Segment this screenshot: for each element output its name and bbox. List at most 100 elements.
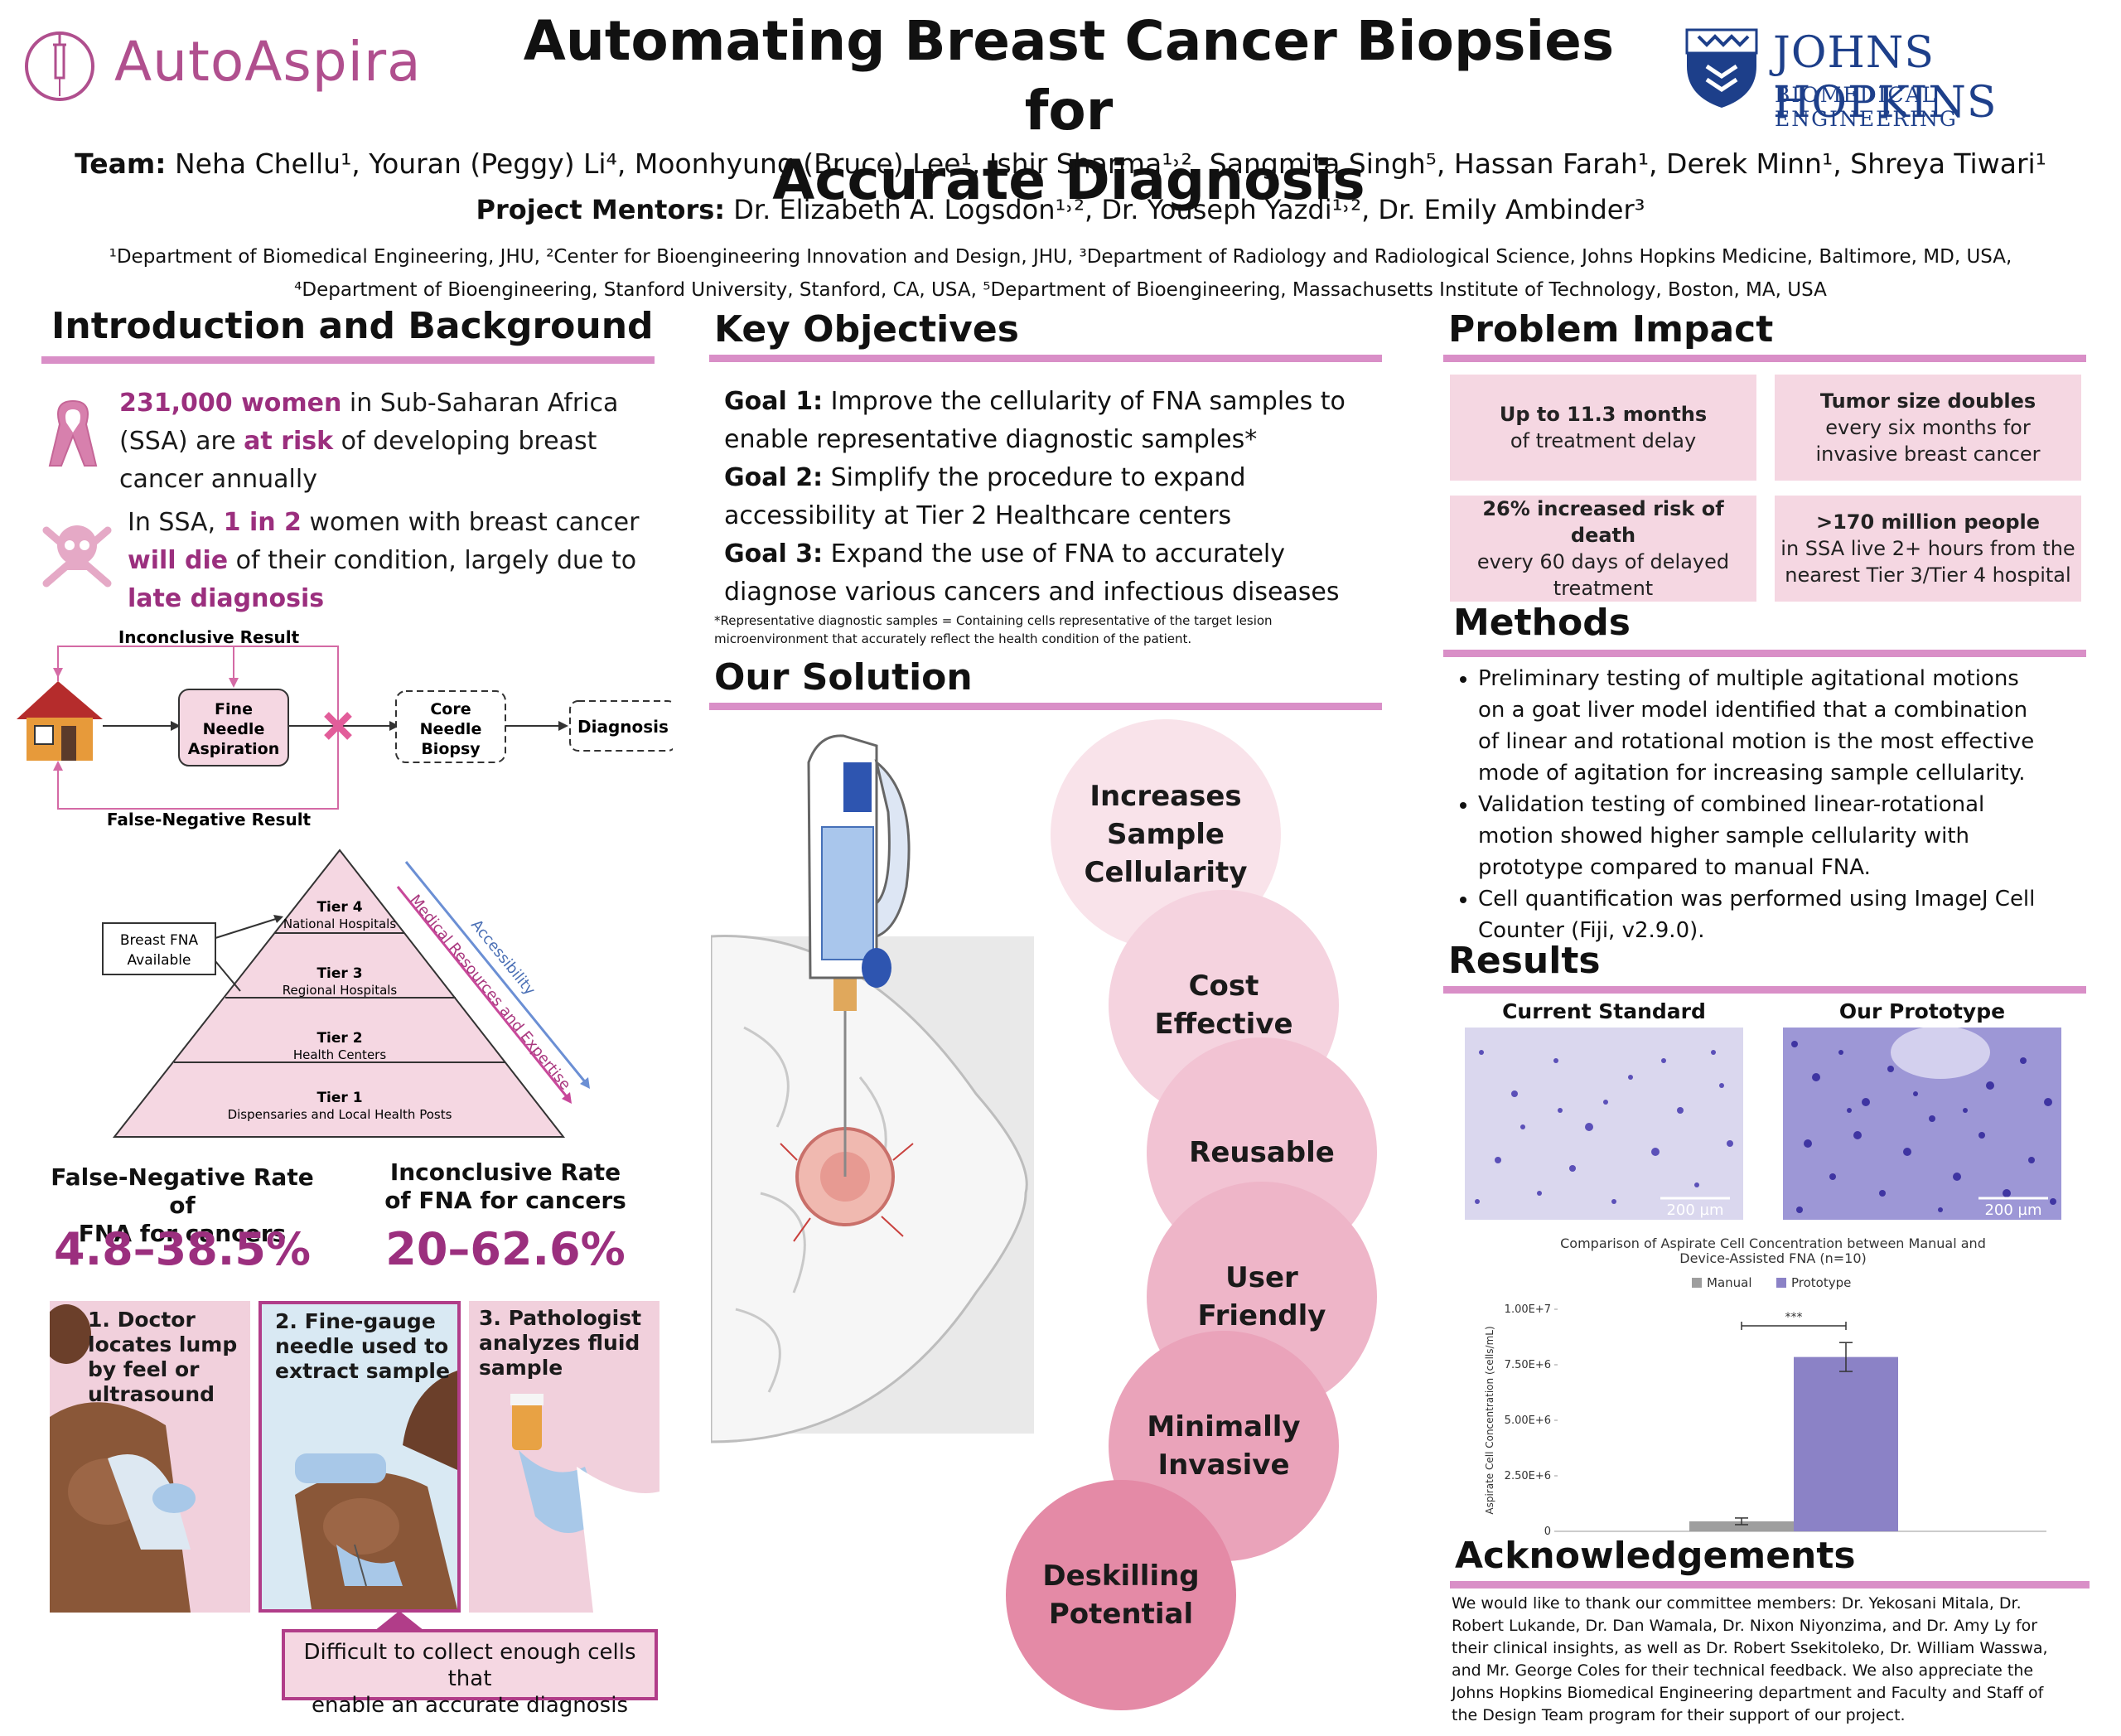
goal-2-label: Goal 2: (724, 463, 824, 492)
ack-line-6: the Design Team program for their suppor… (1452, 1706, 1906, 1724)
stat2-text-a: In SSA, (128, 508, 224, 537)
intro-rule (41, 356, 655, 364)
flow-fna-line-3: Aspiration (188, 740, 280, 758)
tier-3-name: Tier 3 (316, 965, 362, 982)
goal-2-text-b: accessibility at Tier 2 Healthcare cente… (724, 501, 1232, 530)
results-rule (1443, 986, 2086, 994)
step-3-text: 3. Pathologist analyzes fluid sample (479, 1306, 641, 1381)
footnote-line-2: microenvironment that accurately reflect… (714, 631, 1192, 646)
impact-title: Problem Impact (1448, 308, 1774, 351)
bar-manual (1689, 1521, 1794, 1531)
title-line-1: Automating Breast Cancer Biopsies for (523, 9, 1615, 143)
affiliation-line-2: ⁴Department of Bioengineering, Stanford … (294, 279, 1827, 301)
goal-3-text-a: Expand the use of FNA to accurately (823, 539, 1286, 568)
logo-text: AutoAspira (114, 30, 422, 94)
prototype-micrograph: 200 µm (1783, 1028, 2061, 1220)
inc-rate-label-1: Inconclusive Rate (389, 1158, 621, 1186)
solution-title: Our Solution (714, 656, 973, 699)
ack-line-5: Johns Hopkins Biomedical Engineering dep… (1452, 1684, 2044, 1702)
fn-rate-label-1: False-Negative Rate of (51, 1163, 314, 1219)
objectives-footnote: *Representative diagnostic samples = Con… (714, 612, 1377, 648)
goal-1-text-b: enable representative diagnostic samples… (724, 425, 1258, 454)
step-2-text: 2. Fine-gauge needle used to extract sam… (275, 1309, 450, 1384)
step-1-text: 1. Doctor locates lump by feel or ultras… (88, 1308, 237, 1407)
impact-4-rest-2: nearest Tier 3/Tier 4 hospital (1785, 563, 2071, 587)
device-breast-illustration (711, 734, 1034, 1443)
bubble-1-line-1: Increases (1089, 780, 1242, 813)
inc-rate-value: 20–62.6% (385, 1223, 626, 1275)
chart-title-line-2: Device-Assisted FNA (n=10) (1679, 1250, 1867, 1266)
callout-line-2: enable an accurate diagnosis (311, 1693, 628, 1718)
chart-title-line-1: Comparison of Aspirate Cell Concentratio… (1560, 1236, 1986, 1251)
mentors-line: Project Mentors: Dr. Elizabeth A. Logsdo… (0, 194, 2121, 225)
bubble-5-line-1: Minimally (1147, 1410, 1301, 1443)
flow-diagnosis-box (569, 700, 673, 752)
impact-2-rest-1: every six months for (1825, 416, 2031, 439)
impact-4-rest-1: in SSA live 2+ hours from the (1780, 537, 2075, 560)
step-1-line-1: 1. Doctor (88, 1308, 196, 1332)
cell-dots-sparse (1475, 1050, 1733, 1204)
callout-line-1: Difficult to collect enough cells that (303, 1640, 636, 1691)
cell-dots-dense (1791, 1041, 2056, 1213)
flow-false-negative-label: False-Negative Result (107, 810, 312, 829)
needle-extraction-illustration (295, 1371, 457, 1609)
stat1-text-c: of developing breast (333, 427, 597, 456)
acknowledgements-text: We would like to thank our committee mem… (1452, 1593, 2085, 1727)
pathologist-illustration (510, 1394, 659, 1613)
stat2-die: will die (128, 546, 229, 575)
impact-4-bold: >170 million people (1815, 510, 2041, 534)
impact-rule (1443, 355, 2086, 362)
results-title: Results (1448, 940, 1601, 982)
tier-1-name: Tier 1 (316, 1090, 362, 1106)
title-line-2: Accurate Diagnosis (772, 148, 1365, 212)
flow-fna-line-1: Fine (215, 700, 253, 718)
tier-2-desc: Health Centers (293, 1047, 387, 1062)
tumor-vessel-lines (780, 1143, 914, 1242)
acknowledgements-title: Acknowledgements (1455, 1535, 1856, 1577)
syringe-logo-icon (25, 31, 94, 101)
objectives-rule (709, 355, 1382, 362)
callout-pointer (374, 1611, 424, 1631)
methods-rule (1443, 650, 2086, 657)
y-tick-label-1: 2.50E+6 (1505, 1470, 1551, 1482)
flow-inconclusive-label: Inconclusive Result (118, 627, 300, 647)
bubble-3-line-1: Reusable (1189, 1136, 1335, 1169)
methods-list: Preliminary testing of multiple agitatio… (1448, 663, 2045, 946)
step-3-line-2: analyzes fluid (479, 1331, 640, 1355)
bubble-2-line-2: Effective (1154, 1008, 1293, 1041)
fna-available-box (102, 922, 216, 975)
step-3-line-1: 3. Pathologist (479, 1306, 642, 1330)
scale-bar-2: 200 µm (1984, 1202, 2041, 1219)
affiliation-line-1: ¹Department of Biomedical Engineering, J… (109, 246, 2012, 268)
stat2-ratio: 1 in 2 (223, 508, 302, 537)
bar-prototype (1794, 1356, 1898, 1531)
flow-fna-box (178, 689, 289, 766)
ack-line-2: Robert Lukande, Dr. Dan Wamala, Dr. Nixo… (1452, 1617, 2038, 1635)
difficulty-callout: Difficult to collect enough cells that e… (282, 1629, 658, 1718)
intro-stat-1: 231,000 women in Sub-Saharan Africa (SSA… (119, 384, 650, 499)
bubble-1-line-3: Cellularity (1084, 856, 1248, 889)
solution-rule (709, 703, 1382, 710)
y-tick-label-0: 0 (1544, 1526, 1551, 1538)
intro-title: Introduction and Background (51, 305, 654, 347)
mentors-names: Dr. Elizabeth A. Logsdon¹˒², Dr. Youseph… (733, 194, 1645, 225)
objectives-list: Goal 1: Improve the cellularity of FNA s… (724, 383, 1387, 612)
impact-3-bold: 26% increased risk of death (1482, 497, 1724, 547)
team-label: Team: (75, 147, 167, 180)
tier-4-name: Tier 4 (316, 899, 362, 916)
legend-label-0: Manual (1707, 1275, 1752, 1290)
significance-label: *** (1785, 1311, 1803, 1324)
acknowledgements-rule (1450, 1581, 2090, 1589)
fna-available-line-1: Breast FNA (120, 932, 199, 949)
bubble-4-line-2: Friendly (1197, 1299, 1326, 1332)
methods-bullet-2: Validation testing of combined linear-ro… (1478, 789, 2045, 883)
stat1-highlight: 231,000 women (119, 389, 342, 418)
methods-bullet-1: Preliminary testing of multiple agitatio… (1478, 663, 2045, 789)
flow-diagnosis-label: Diagnosis (577, 717, 669, 737)
current-standard-label: Current Standard (1502, 999, 1706, 1023)
